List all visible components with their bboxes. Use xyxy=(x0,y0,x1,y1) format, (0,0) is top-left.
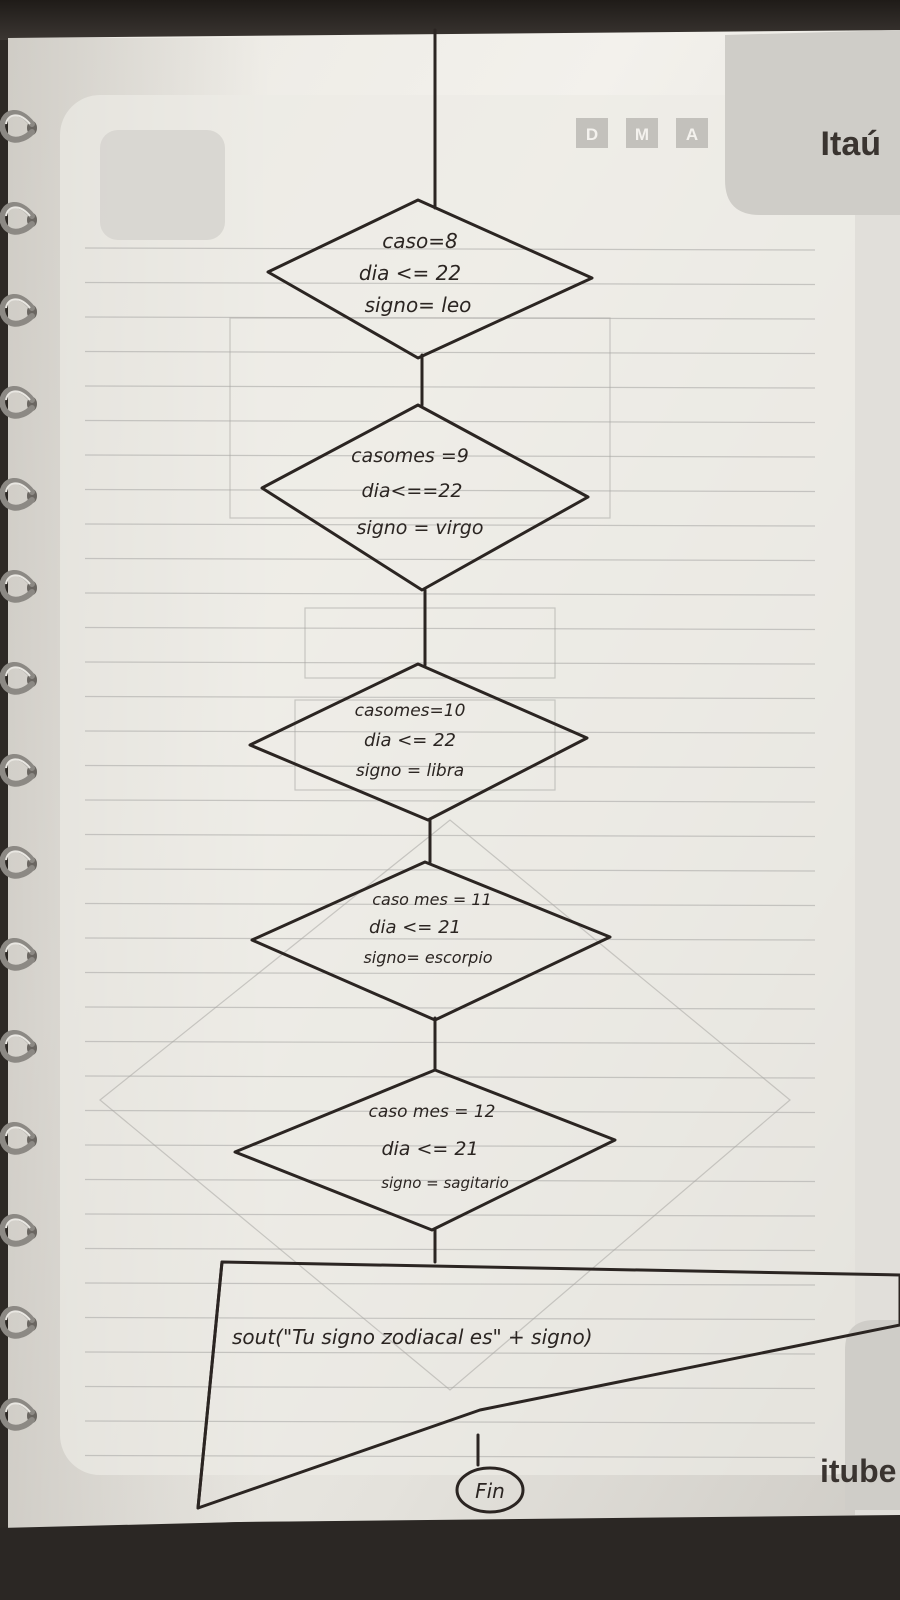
ruled-line xyxy=(84,1144,816,1148)
end-terminator xyxy=(455,1466,525,1514)
ruled-line xyxy=(84,1454,816,1459)
spiral-ring xyxy=(0,478,35,511)
spiral-highlight xyxy=(5,114,31,125)
flowchart xyxy=(196,28,900,1514)
decision-1-line-1: caso=8 xyxy=(382,229,457,253)
ruled-line xyxy=(84,833,816,838)
decision-4-line-2: dia <= 21 xyxy=(369,917,461,938)
ruled-line xyxy=(84,523,816,527)
ruled-line xyxy=(84,385,816,389)
decision-4-line-3: signo= escorpio xyxy=(363,948,492,967)
ruled-line xyxy=(84,1282,816,1286)
spiral-highlight xyxy=(5,390,31,401)
spiral-ring xyxy=(0,846,35,879)
ruled-line xyxy=(84,1247,816,1252)
spiral-highlight xyxy=(5,1034,31,1045)
spiral-highlight xyxy=(5,758,31,769)
spiral-highlight xyxy=(5,1310,31,1321)
inner-print-panel xyxy=(60,95,870,1475)
spiral-highlight xyxy=(5,942,31,953)
spiral-highlight xyxy=(5,1402,31,1413)
ruled-line xyxy=(84,281,816,286)
spiral-ring xyxy=(0,294,35,327)
decision-diamond-2 xyxy=(260,403,590,592)
ruled-line xyxy=(84,730,816,734)
ruled-line xyxy=(84,1351,816,1355)
spiral-highlight xyxy=(5,482,31,493)
decision-1-line-3: signo= leo xyxy=(365,293,472,317)
spiral-ring xyxy=(0,938,35,971)
decision-5-line-1: caso mes = 12 xyxy=(369,1102,496,1122)
spiral-highlight xyxy=(5,574,31,585)
end-label: Fin xyxy=(475,1479,505,1503)
spiral-ring xyxy=(0,570,35,603)
ruled-line xyxy=(84,247,816,251)
ruled-line xyxy=(84,799,816,803)
ruled-line xyxy=(84,1213,816,1217)
ruled-line xyxy=(84,902,816,907)
spiral-highlight xyxy=(5,666,31,677)
spiral-highlight xyxy=(5,298,31,309)
ruled-line xyxy=(84,1109,816,1114)
decision-3-line-1: casomes=10 xyxy=(355,701,466,721)
decision-4-line-1: caso mes = 11 xyxy=(372,890,492,909)
spiral-ring xyxy=(0,1306,35,1339)
output-statement: sout("Tu signo zodiacal es" + signo) xyxy=(232,1325,593,1349)
decision-diamond-5 xyxy=(233,1068,617,1232)
ruled-lines xyxy=(84,247,816,1459)
spiral-ring xyxy=(0,754,35,787)
footer-brand-fragment: itube xyxy=(820,1453,896,1489)
spiral-highlight xyxy=(5,1126,31,1137)
ruled-line xyxy=(84,868,816,872)
dma-badges: D M A xyxy=(576,118,708,148)
ruled-line xyxy=(84,1385,816,1390)
dma-letter-m: M xyxy=(635,125,649,144)
ruled-line xyxy=(84,1316,816,1321)
spiral-ring xyxy=(0,1398,35,1431)
ruled-line xyxy=(84,661,816,665)
spiral-highlight xyxy=(5,850,31,861)
ruled-line xyxy=(84,971,816,976)
decision-diamond-1 xyxy=(266,198,594,360)
dma-letter-a: A xyxy=(686,125,698,144)
spiral-highlight xyxy=(5,206,31,217)
spiral-ring xyxy=(0,1030,35,1063)
decision-2-line-1: casomes =9 xyxy=(351,445,469,467)
spiral-ring xyxy=(0,662,35,695)
decision-2-line-2: dia<==22 xyxy=(362,480,463,502)
ruled-line xyxy=(84,1040,816,1045)
decision-3-line-3: signo = libra xyxy=(356,761,464,781)
ruled-line xyxy=(84,592,816,596)
spiral-binding xyxy=(0,110,37,1431)
ruled-line xyxy=(84,764,816,769)
dma-letter-d: D xyxy=(586,125,598,144)
decision-3-line-2: dia <= 22 xyxy=(364,730,456,751)
ruled-line xyxy=(84,1006,816,1010)
spiral-highlight xyxy=(5,1218,31,1229)
spiral-ring xyxy=(0,202,35,235)
decision-2-line-3: signo = virgo xyxy=(357,517,484,539)
ruled-line xyxy=(84,557,816,562)
spiral-ring xyxy=(0,1122,35,1155)
brand-tab xyxy=(725,30,900,215)
decision-labels: caso=8 dia <= 22 signo= leo casomes =9 d… xyxy=(351,229,509,1192)
ruled-line xyxy=(84,488,816,493)
bleed-through-marks xyxy=(99,317,791,1391)
decision-diamond-4 xyxy=(250,860,612,1022)
decision-5-line-2: dia <= 21 xyxy=(381,1138,478,1160)
ruled-line xyxy=(84,350,816,355)
ruled-line xyxy=(84,695,816,700)
spiral-ring xyxy=(0,1214,35,1247)
ruled-line xyxy=(84,454,816,458)
decision-5-line-3: signo = sagitario xyxy=(381,1174,509,1192)
spiral-ring xyxy=(0,386,35,419)
brand-logo-text: Itaú xyxy=(821,125,881,163)
spiral-ring xyxy=(0,110,35,143)
decision-diamond-3 xyxy=(248,662,589,822)
ruled-line xyxy=(84,626,816,631)
decision-1-line-2: dia <= 22 xyxy=(359,261,461,285)
ruled-line xyxy=(84,1178,816,1183)
ruled-line xyxy=(84,937,816,941)
